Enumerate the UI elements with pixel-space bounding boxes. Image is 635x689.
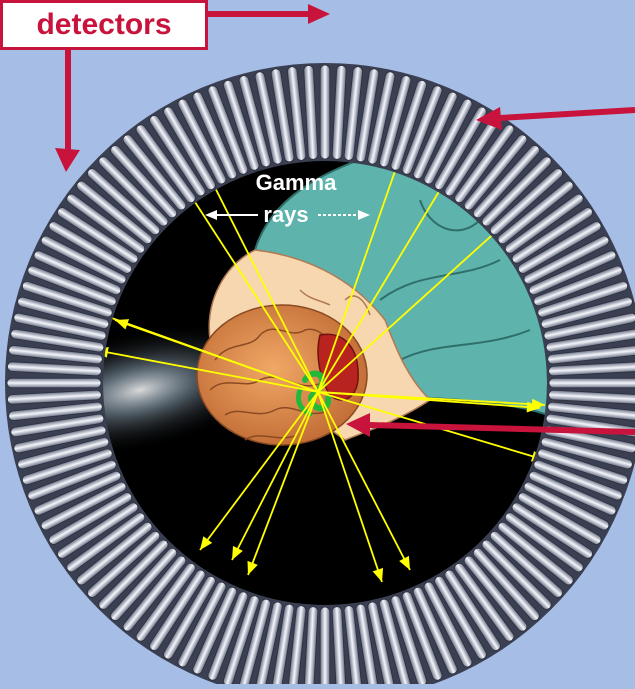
rays-label: rays xyxy=(263,202,308,227)
detectors-callout: detectors xyxy=(0,0,208,50)
callout-arrowhead-left xyxy=(55,148,80,172)
gamma-label: Gamma xyxy=(256,170,337,195)
detector-element xyxy=(549,378,635,388)
callout-arrowhead-top xyxy=(308,4,330,24)
detector-element xyxy=(320,65,330,159)
detector-element xyxy=(7,378,101,388)
callout-arrow-upper-right xyxy=(500,110,635,118)
detectors-label: detectors xyxy=(36,8,171,42)
detector-element xyxy=(320,607,330,684)
